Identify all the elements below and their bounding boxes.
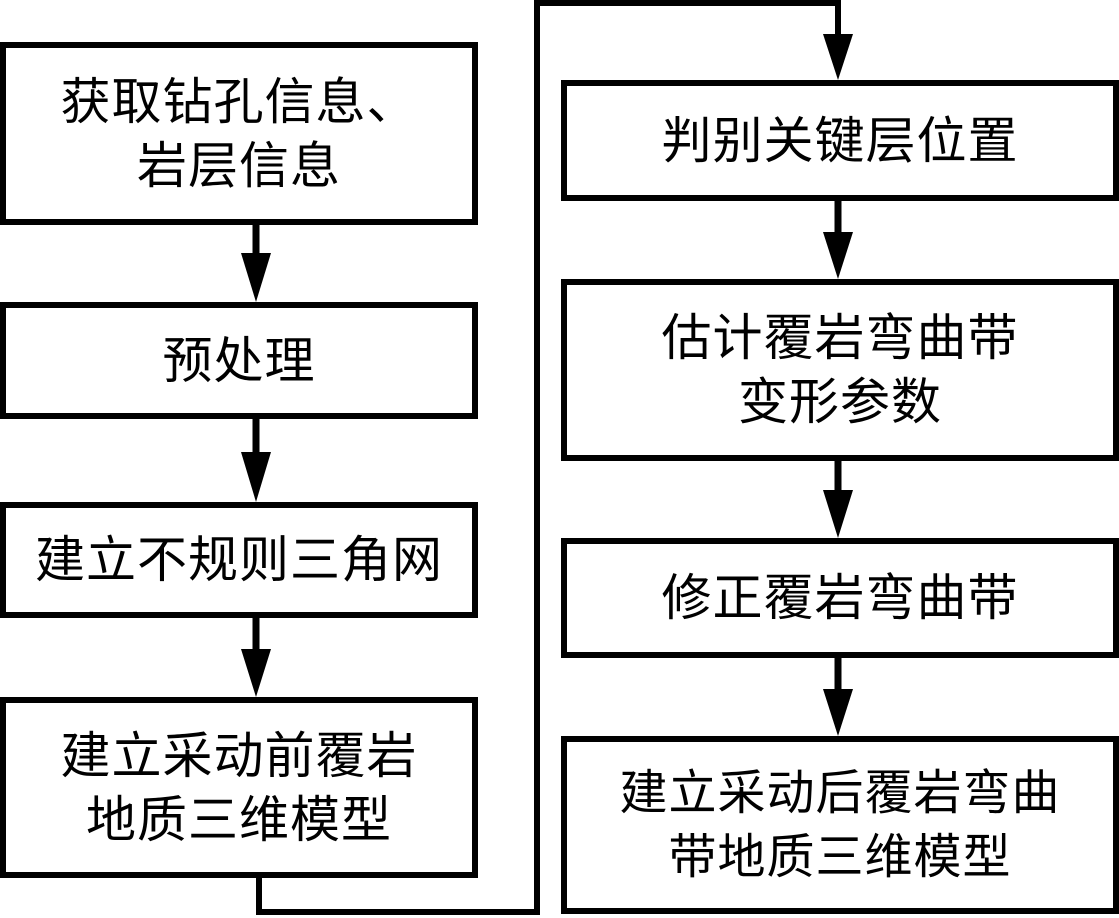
step-identify-key-stratum: 判别关键层位置	[561, 80, 1119, 201]
arrow-b7-b8	[823, 657, 853, 736]
step-text-line: 估计覆岩弯曲带	[661, 309, 1019, 367]
arrow-b3-b4	[241, 617, 271, 697]
step-preprocessing: 预处理	[0, 302, 478, 419]
step-text-line: 建立不规则三角网	[35, 531, 443, 589]
step-build-premining-model: 建立采动前覆岩 地质三维模型	[0, 697, 478, 878]
step-acquire-borehole-strata-info: 获取钻孔信息、 岩层信息	[0, 42, 478, 225]
step-text-line: 预处理	[162, 331, 316, 390]
step-build-tin: 建立不规则三角网	[0, 502, 478, 618]
step-text-line: 修正覆岩弯曲带	[661, 569, 1019, 627]
step-correct-bending-zone: 修正覆岩弯曲带	[561, 538, 1119, 658]
step-text-line: 岩层信息	[137, 136, 341, 195]
step-estimate-deformation-params: 估计覆岩弯曲带 变形参数	[561, 279, 1119, 461]
step-text-line: 变形参数	[738, 373, 942, 431]
step-text-line: 建立采动后覆岩弯曲	[619, 765, 1061, 821]
arrow-b6-b7	[823, 460, 853, 538]
step-text-line: 建立采动前覆岩	[60, 726, 418, 785]
arrow-b1-b2	[241, 224, 271, 302]
arrow-b4-b5	[256, 0, 853, 915]
step-text-line: 获取钻孔信息、	[60, 72, 418, 131]
step-text-line: 判别关键层位置	[661, 111, 1019, 170]
arrow-b2-b3	[241, 418, 271, 502]
step-build-postmining-model: 建立采动后覆岩弯曲 带地质三维模型	[561, 736, 1119, 914]
arrow-b5-b6	[823, 200, 853, 279]
step-text-line: 地质三维模型	[86, 790, 392, 849]
step-text-line: 带地质三维模型	[668, 829, 1012, 885]
